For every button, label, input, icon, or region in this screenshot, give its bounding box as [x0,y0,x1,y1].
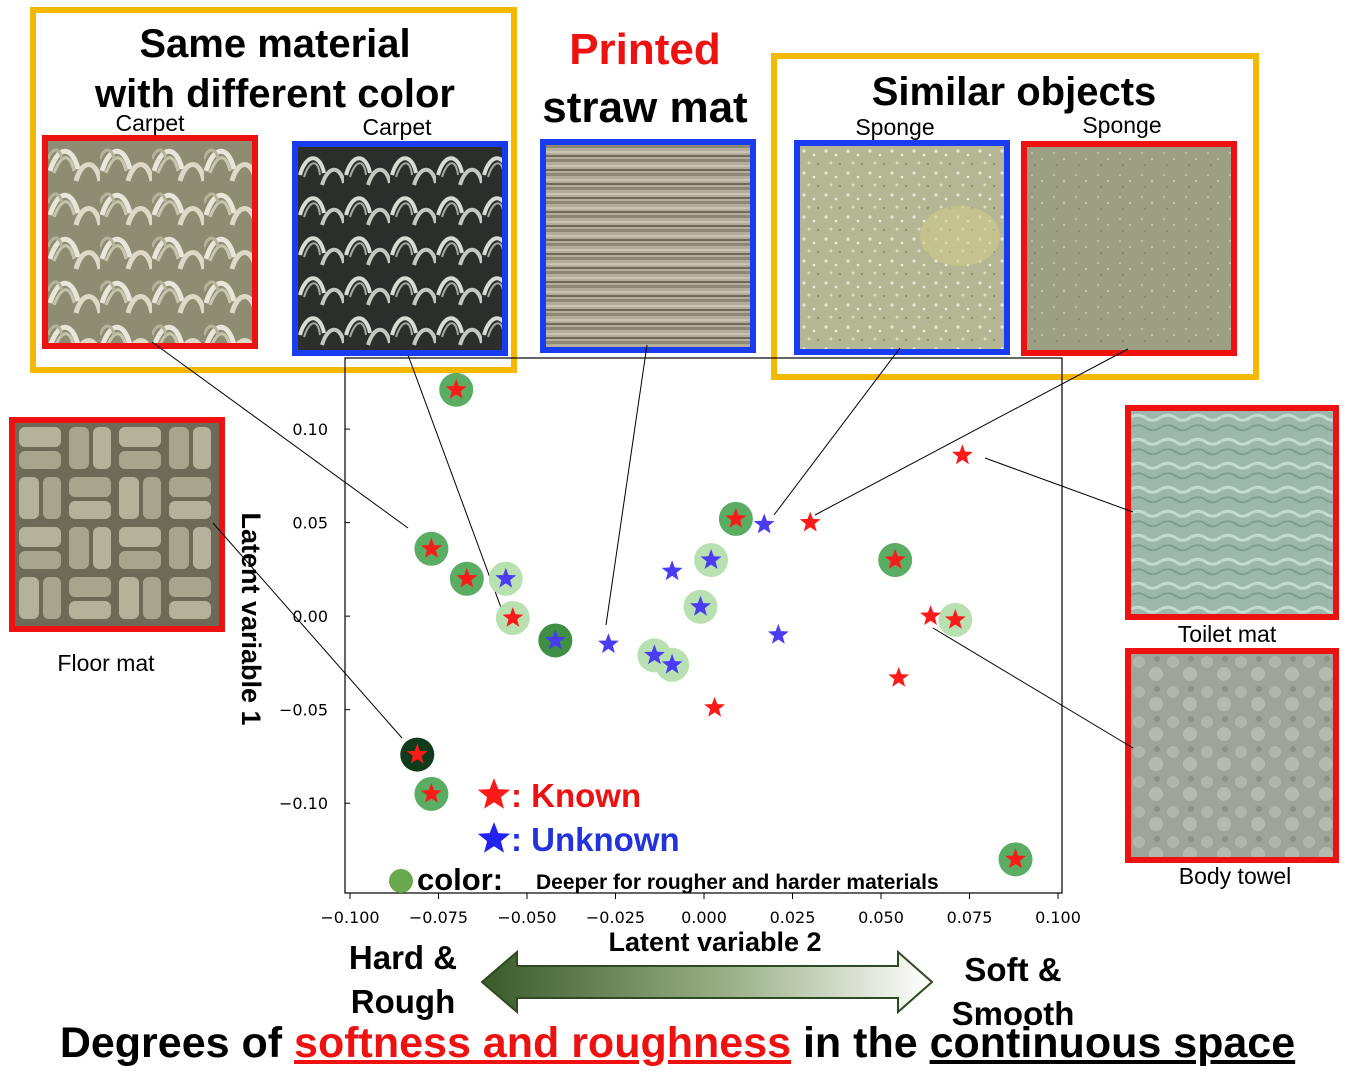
hard-rough-line2: Rough [351,983,455,1020]
caption-emphasis-softness: softness and roughness [294,1019,792,1067]
floor-mat-label: Floor mat [57,650,155,676]
known-star-point [1005,848,1026,869]
known-star-point [456,567,478,588]
leader-body-towel [932,627,1134,749]
carpet2-label: Carpet [362,114,432,140]
leader-toilet-mat [984,457,1134,513]
floor-mat-image [9,417,225,632]
printed-heading: Printed straw mat [525,28,765,130]
caption-part2: in the [791,1019,930,1067]
legend-color-word: color: [417,862,503,897]
leader-straw-mat [605,344,648,626]
sponge1-image [794,140,1010,355]
x-tick-label: 0.000 [681,908,727,927]
intensity-circles [400,372,1033,877]
x-tick-label: 0.050 [858,908,904,927]
body-towel-label: Body towel [1178,863,1292,889]
legend-unknown-star-icon [477,822,511,853]
known-star-point [421,782,442,803]
legend-color-circle-icon [389,869,413,893]
sponge2-label: Sponge [1082,112,1162,138]
unknown-star-point [598,633,619,654]
toilet-mat-image [1125,405,1339,620]
y-axis-label: Latent variable 1 [236,512,266,725]
leader-lines [151,341,1134,749]
known-star-point [704,696,726,717]
same-material-group-frame [30,7,517,373]
known-star-point [888,666,910,687]
sponge2-image [1021,141,1237,356]
unknown-star-point [644,644,665,665]
leader-sponge2 [814,348,1129,516]
printed-line2: straw mat [542,83,748,132]
known-star-point [725,507,747,528]
same-material-line1: Same material [139,22,411,66]
known-star-point [421,537,442,558]
x-tick-label: −0.025 [586,908,645,927]
known-star-point [952,444,973,465]
x-tick-label: 0.100 [1035,908,1081,927]
known-star-point [884,549,906,569]
known-star-point [920,605,941,625]
y-tick-label: −0.05 [279,701,328,720]
soft-smooth-line1: Soft & [964,951,1061,988]
y-tick-label: −0.10 [279,794,328,813]
sponge1-label: Sponge [855,114,935,140]
unknown-star-point [544,629,566,650]
legend-color-description: Deeper for rougher and harder materials [536,871,939,894]
caption-emphasis-space: continuous space [929,1019,1296,1067]
softness-arrow [480,949,934,1015]
y-tick-label: 0.05 [292,514,328,533]
unknown-star-point [700,549,722,569]
unknown-star-point [753,513,775,534]
unknown-star-point [767,623,789,644]
x-tick-label: 0.025 [770,908,816,927]
leader-floor-mat [212,522,403,739]
unknown-star-point [661,653,683,674]
x-tick-label: −0.075 [409,908,468,927]
known-star-point [799,511,821,532]
leader-sponge1 [773,347,901,516]
x-axis-label: Latent variable 2 [608,927,821,957]
similar-objects-group-frame [771,53,1259,380]
known-star-point [445,378,467,399]
y-tick-label: 0.00 [292,607,328,626]
known-star-point [944,608,966,629]
legend-known-star-icon [477,778,511,809]
printed-line1: Printed [569,25,721,74]
x-tick-label: −0.050 [497,908,556,927]
unknown-star-point [495,567,517,588]
body-towel-image [1125,648,1339,863]
same-material-heading: Same material with different color [40,24,510,114]
caption-part1: Degrees of [59,1019,295,1067]
unknown-star-point [661,560,683,581]
x-tick-label: 0.075 [947,908,993,927]
carpet2-image [292,141,508,356]
leader-carpet1 [151,341,409,529]
carpet1-label: Carpet [115,110,185,136]
known-star-point [406,743,428,764]
carpet1-image [42,135,258,349]
toilet-mat-label: Toilet mat [1177,621,1277,647]
straw-mat-image [540,139,756,353]
hard-rough-line1: Hard & [349,939,457,976]
bottom-caption: Degrees of softness and roughness in the… [0,1018,1355,1070]
same-material-line2: with different color [95,72,455,116]
x-axis-ticks: −0.100 −0.075 −0.050 −0.025 0.000 0.025 0.050 0… [320,893,1081,927]
data-stars [406,378,1026,869]
legend-known-label: : Known [511,777,641,814]
similar-objects-heading: Similar objects [871,70,1157,114]
x-tick-label: −0.100 [320,908,379,927]
y-axis-ticks: 0.10 0.05 0.00 −0.05 −0.10 [279,420,350,813]
known-star-point [502,607,524,627]
y-tick-label: 0.10 [292,420,328,439]
soft-smooth-line2: Smooth [952,995,1075,1032]
legend-unknown-label: : Unknown [511,821,680,858]
unknown-star-point [690,595,711,616]
